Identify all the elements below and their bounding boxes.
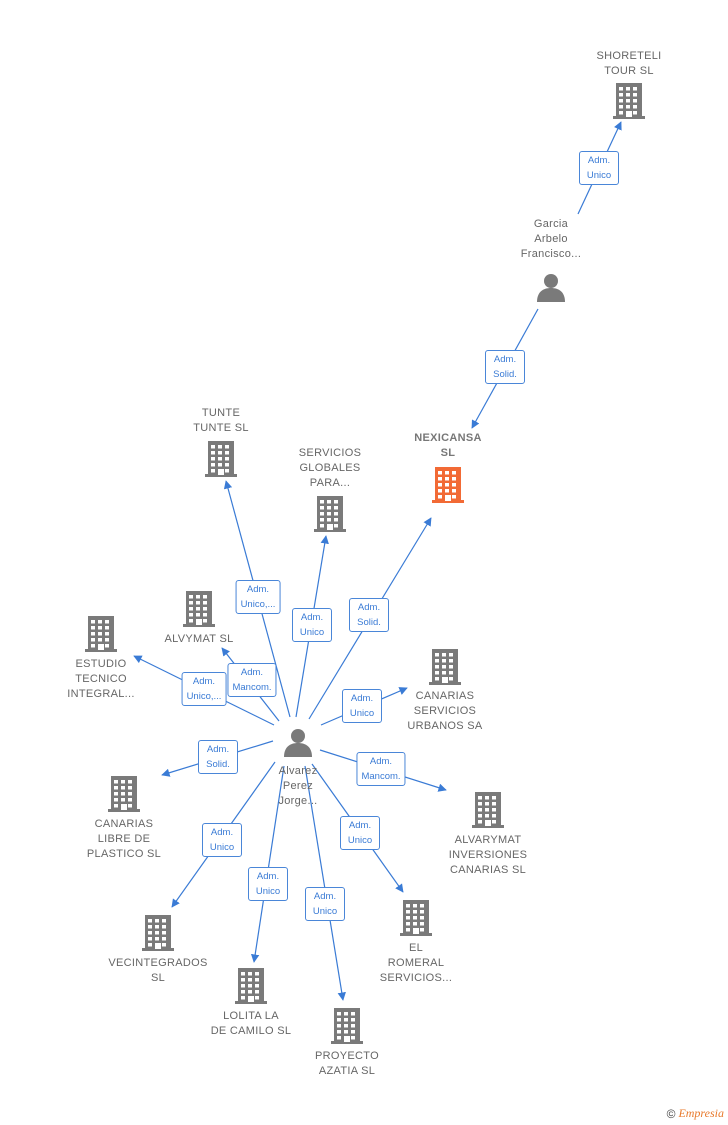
- node-label-text: Alvarez Perez Jorge...: [278, 765, 318, 807]
- node-label-canarias-libre[interactable]: CANARIAS LIBRE DE PLASTICO SL: [87, 817, 161, 862]
- building-icon[interactable]: [429, 649, 461, 685]
- relation-label[interactable]: Adm. Unico: [292, 608, 332, 642]
- node-label-text: CANARIAS SERVICIOS URBANOS SA: [407, 690, 483, 732]
- building-icon[interactable]: [472, 792, 504, 828]
- relation-label[interactable]: Adm. Solid.: [198, 740, 238, 774]
- node-label-shoreteli[interactable]: SHORETELI TOUR SL: [596, 49, 661, 79]
- node-label-text: VECINTEGRADOS SL: [108, 957, 208, 984]
- building-icon[interactable]: [142, 915, 174, 951]
- node-label-text: ALVYMAT SL: [164, 633, 234, 645]
- node-label-text: Garcia Arbelo Francisco...: [520, 218, 582, 260]
- relation-label[interactable]: Adm. Solid.: [349, 598, 389, 632]
- relation-label[interactable]: Adm. Unico: [342, 689, 382, 723]
- copyright-symbol: ©: [666, 1106, 676, 1121]
- node-label-text: PROYECTO AZATIA SL: [315, 1050, 379, 1077]
- relation-label[interactable]: Adm. Unico: [340, 816, 380, 850]
- relation-label[interactable]: Adm. Unico: [202, 823, 242, 857]
- building-icon[interactable]: [432, 467, 464, 503]
- relation-label[interactable]: Adm. Unico: [579, 151, 619, 185]
- node-label-text: ESTUDIO TECNICO INTEGRAL...: [67, 658, 135, 700]
- building-icon[interactable]: [183, 591, 215, 627]
- node-label-servicios[interactable]: SERVICIOS GLOBALES PARA...: [299, 446, 361, 491]
- node-label-proyecto[interactable]: PROYECTO AZATIA SL: [315, 1049, 379, 1079]
- building-icon[interactable]: [205, 441, 237, 477]
- relation-label[interactable]: Adm. Mancom.: [227, 663, 277, 697]
- node-label-text: SHORETELI TOUR SL: [596, 50, 662, 77]
- node-label-vecintegrados[interactable]: VECINTEGRADOS SL: [108, 956, 207, 986]
- node-label-estudio[interactable]: ESTUDIO TECNICO INTEGRAL...: [67, 657, 134, 702]
- node-label-lolita[interactable]: LOLITA LA DE CAMILO SL: [211, 1009, 292, 1039]
- relation-label[interactable]: Adm. Unico: [305, 887, 345, 921]
- node-label-alvarez[interactable]: Alvarez Perez Jorge...: [278, 764, 317, 809]
- node-label-alvarymat[interactable]: ALVARYMAT INVERSIONES CANARIAS SL: [449, 833, 528, 878]
- building-icon[interactable]: [235, 968, 267, 1004]
- building-icon[interactable]: [108, 776, 140, 812]
- node-label-tunte[interactable]: TUNTE TUNTE SL: [193, 406, 249, 436]
- relation-label[interactable]: Adm. Unico,...: [235, 580, 281, 614]
- node-label-el-romeral[interactable]: EL ROMERAL SERVICIOS...: [380, 941, 452, 986]
- node-label-alvymat[interactable]: ALVYMAT SL: [164, 632, 233, 647]
- node-label-text: ALVARYMAT INVERSIONES CANARIAS SL: [448, 834, 528, 876]
- building-icon[interactable]: [314, 496, 346, 532]
- relation-label[interactable]: Adm. Mancom.: [356, 752, 406, 786]
- node-label-text: CANARIAS LIBRE DE PLASTICO SL: [86, 818, 162, 860]
- building-icon[interactable]: [331, 1008, 363, 1044]
- node-label-garcia[interactable]: Garcia Arbelo Francisco...: [521, 217, 581, 262]
- building-icon[interactable]: [400, 900, 432, 936]
- node-label-canarias-serv[interactable]: CANARIAS SERVICIOS URBANOS SA: [407, 689, 482, 734]
- relation-label[interactable]: Adm. Solid.: [485, 350, 525, 384]
- copyright-notice: © Empresia: [667, 1106, 724, 1121]
- node-label-text: LOLITA LA DE CAMILO SL: [210, 1010, 292, 1037]
- building-icon[interactable]: [613, 83, 645, 119]
- node-label-text: NEXICANSA SL: [414, 432, 482, 459]
- relation-label[interactable]: Adm. Unico,...: [181, 672, 227, 706]
- relation-edge: [304, 765, 346, 1001]
- person-icon[interactable]: [283, 727, 313, 757]
- empresia-logo[interactable]: Empresia: [678, 1106, 724, 1120]
- node-label-text: SERVICIOS GLOBALES PARA...: [298, 447, 362, 489]
- node-label-text: TUNTE TUNTE SL: [193, 407, 249, 434]
- node-label-text: EL ROMERAL SERVICIOS...: [379, 942, 453, 984]
- relation-label[interactable]: Adm. Unico: [248, 867, 288, 901]
- building-icon[interactable]: [85, 616, 117, 652]
- node-label-nexicansa[interactable]: NEXICANSA SL: [414, 431, 482, 461]
- relation-edge: [250, 765, 285, 963]
- person-icon[interactable]: [536, 272, 566, 302]
